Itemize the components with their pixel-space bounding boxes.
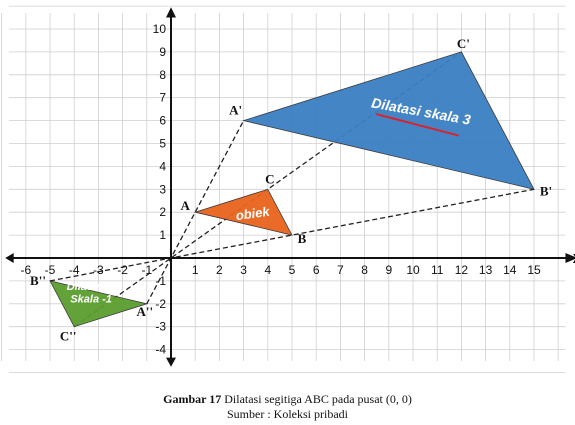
x-tick-label: -1 (141, 263, 152, 277)
label-underline (376, 113, 459, 137)
x-tick-label: 10 (406, 263, 420, 277)
caption-text: Dilatasi segitiga ABC pada pusat (0, 0) (224, 392, 412, 406)
triangle-original (193, 188, 293, 236)
y-tick-label: 6 (159, 114, 166, 128)
vertex-label: A (181, 198, 191, 213)
x-axis-left-arrow-icon (5, 253, 14, 263)
x-tick-label: -3 (93, 263, 104, 277)
x-tick-label: 1 (192, 263, 199, 277)
x-tick-label: -6 (20, 263, 31, 277)
figure-number: Gambar 17 (163, 392, 222, 406)
y-tick-label: 9 (159, 45, 166, 59)
x-tick-label: 6 (313, 263, 320, 277)
triangle-label-scale-neg1-line2: Skala -1 (70, 294, 112, 306)
x-tick-label: 13 (479, 263, 493, 277)
x-tick-label: 2 (216, 263, 223, 277)
y-tick-label: -4 (155, 343, 166, 357)
vertex-label: B (298, 231, 307, 246)
x-tick-label: 15 (527, 263, 541, 277)
y-tick-label: 3 (159, 182, 166, 196)
x-tick-label: 8 (361, 263, 368, 277)
vertex-label: C'' (60, 329, 77, 344)
vertex-label: C' (457, 36, 470, 51)
x-axis-label: X (573, 251, 575, 266)
dilation-ray (146, 120, 245, 305)
triangle-scale-3 (242, 51, 535, 190)
triangle-label-original: obiek (235, 204, 271, 224)
y-axis-bottom-arrow-icon (166, 357, 176, 367)
x-tick-label: 4 (264, 263, 271, 277)
figure-caption: Gambar 17 Dilatasi segitiga ABC pada pus… (0, 392, 575, 407)
triangle-label-scale-neg1-line1: Dilatasi (67, 281, 107, 293)
x-tick-label: 7 (337, 263, 344, 277)
triangle-scale-neg-1 (49, 280, 149, 328)
y-tick-label: 1 (159, 228, 166, 242)
y-tick-label: -1 (155, 274, 166, 288)
y-tick-label: 5 (159, 137, 166, 151)
vertex-label: A'' (136, 304, 153, 319)
x-tick-label: -2 (117, 263, 128, 277)
vertex-label: A' (229, 103, 242, 118)
vertex-labels: A B C A' B' C' A'' B'' C'' (30, 36, 552, 344)
y-tick-label: 2 (159, 205, 166, 219)
axes: X (5, 7, 575, 367)
x-tick-label: -5 (45, 263, 56, 277)
y-tick-label: 10 (153, 22, 167, 36)
x-tick-label: -4 (69, 263, 80, 277)
x-tick-label: 3 (240, 263, 247, 277)
y-tick-label: 8 (159, 68, 166, 82)
x-tick-label: 9 (385, 263, 392, 277)
vertex-label: B'' (30, 273, 46, 288)
x-tick-label: 14 (503, 263, 517, 277)
y-tick-label: 7 (159, 91, 166, 105)
y-tick-label: 4 (159, 159, 166, 173)
vertex-label: B' (540, 183, 552, 198)
x-tick-label: 12 (455, 263, 469, 277)
y-axis-arrow-icon (166, 7, 176, 18)
x-axis-arrow-icon (565, 253, 575, 263)
x-tick-label: 5 (289, 263, 296, 277)
x-tick-label: 11 (431, 263, 444, 277)
figure-source: Sumber : Koleksi pribadi (227, 407, 348, 421)
vertex-label: C (265, 171, 274, 186)
y-tick-label: -2 (155, 297, 166, 311)
dilation-diagram: X -6-5-4-3-2-112345678910111213141510987… (1, 5, 575, 373)
dilation-ray (49, 188, 535, 282)
y-tick-label: -3 (155, 320, 166, 334)
